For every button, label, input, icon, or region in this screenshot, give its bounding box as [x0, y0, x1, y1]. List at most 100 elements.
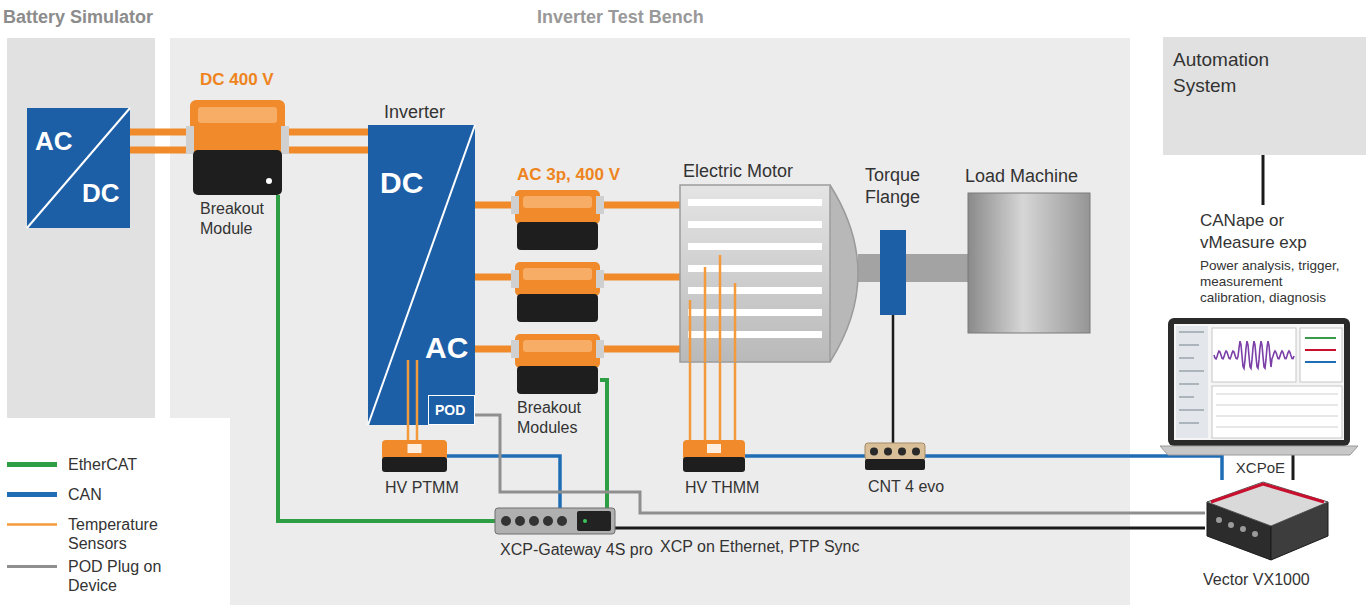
converter-box: ACDC: [27, 108, 130, 228]
text-slot: POD: [435, 401, 465, 419]
panel-heading: Battery Simulator: [3, 6, 153, 28]
laptop-bezel: [1168, 318, 1350, 446]
text-slot: Inverter: [384, 101, 445, 123]
breakout-module: DC 400 VBreakout Module: [190, 100, 285, 195]
status-led: [266, 178, 272, 184]
cable-clamp: [511, 340, 519, 358]
temperature-sensor-line: [690, 362, 735, 440]
ethernet-line: [1262, 155, 1265, 205]
connector-port: [870, 448, 878, 456]
text-slot: Automation System: [1173, 47, 1303, 99]
value-panel: [1300, 328, 1342, 382]
sidebar-entry: [1179, 331, 1204, 333]
module-base: [382, 457, 447, 472]
pod-line: [475, 415, 1205, 513]
cooling-fin: [688, 243, 822, 250]
node-label: Breakout Module: [200, 199, 275, 239]
phase-cable: [600, 202, 680, 209]
legend-row: POD Plug on Device: [7, 557, 217, 597]
connector-port: [1216, 517, 1222, 523]
value-bar: [1305, 349, 1336, 351]
cable-clamp: [596, 196, 604, 214]
legend-swatch: [7, 485, 57, 504]
connector-port: [1252, 531, 1258, 537]
electric-motor: Electric Motor: [680, 185, 858, 362]
legend-swatch: [7, 455, 57, 474]
table-panel: [1212, 386, 1342, 438]
module-drawing: [515, 190, 600, 250]
measurement-module: HV PTMM: [382, 440, 447, 472]
legend-label: EtherCAT: [68, 455, 137, 474]
node-label: Automation System: [1173, 47, 1303, 99]
text-slot: Breakout Modules: [517, 398, 597, 438]
cooling-fin: [688, 265, 822, 272]
phase-cable: [600, 274, 680, 281]
module-symbol: [707, 444, 721, 453]
torque-flange: Torque Flange: [880, 230, 906, 315]
table-row: [1216, 416, 1338, 417]
legend-label: POD Plug on Device: [68, 557, 183, 595]
laptop-base: [1160, 446, 1358, 455]
shaft: [858, 254, 880, 282]
dc-cable: [130, 132, 190, 150]
cable-clamp: [511, 270, 519, 288]
ethernet-line: [615, 527, 1205, 530]
module-base: [683, 457, 745, 472]
text-slot: XCP-Gateway 4S pro: [500, 540, 653, 559]
cnt-drawing: [865, 443, 925, 470]
text-slot: Electric Motor: [683, 160, 793, 182]
node-label: HV PTMM: [385, 478, 459, 497]
text-slot: CNT 4 evo: [868, 477, 944, 496]
node-label: AC: [425, 330, 468, 366]
node-label: Breakout Modules: [517, 398, 597, 438]
system-panel: Automation System: [1163, 37, 1366, 155]
ethercat-line: [600, 380, 607, 508]
module-base: [517, 294, 598, 322]
can-line: [447, 456, 560, 508]
pod-box: POD: [428, 395, 475, 425]
node-label: Vector VX1000: [1203, 570, 1310, 589]
module-housing: [515, 262, 600, 296]
device-stripe: [1211, 484, 1324, 502]
breakout-drawing: [190, 100, 285, 195]
motor-body: [680, 185, 830, 362]
text-slot: HV PTMM: [385, 478, 459, 497]
node-label: AC: [35, 126, 73, 157]
connector-port: [557, 516, 567, 526]
text-slot: Inverter Test Bench: [537, 6, 704, 28]
vx-drawing: [1205, 480, 1330, 562]
panel: ACDCBattery Simulator: [7, 38, 155, 418]
table-row: [1216, 427, 1338, 428]
housing-detail: [523, 340, 592, 352]
text-slot: AC 3p, 400 V: [517, 165, 620, 185]
sidebar-entry: [1179, 409, 1204, 411]
connector-port: [912, 448, 920, 456]
legend-swatch: [7, 515, 57, 534]
cooling-fin: [688, 221, 822, 228]
legend-label: CAN: [68, 485, 102, 504]
text-slot: AC: [35, 126, 73, 157]
text-slot: Power analysis, trigger, measurement cal…: [1200, 258, 1350, 306]
housing-detail: [523, 196, 592, 208]
ethercat-line: [278, 195, 495, 521]
legend-row: EtherCAT: [7, 455, 217, 495]
legend-line-sample: [7, 492, 57, 497]
phase-cable: [475, 346, 515, 353]
node-label: DC: [380, 165, 423, 201]
temperature-probe: [704, 267, 707, 362]
meas-drawing: [382, 440, 447, 472]
legend-row: Temperature Sensors: [7, 515, 217, 555]
phase-cable: [475, 202, 515, 209]
node-label: POD: [435, 402, 465, 419]
voltage-label: DC 400 V: [200, 70, 274, 90]
module-base: [193, 150, 282, 195]
breakout-module: AC 3p, 400 V: [515, 190, 600, 250]
laptop: CANape or vMeasure expPower analysis, tr…: [1160, 205, 1358, 455]
shaft: [906, 254, 968, 282]
connector-port: [529, 516, 539, 526]
sidebar-entry: [1179, 370, 1204, 372]
text-slot: Temperature Sensors: [68, 515, 183, 553]
text-slot: Breakout Module: [200, 199, 275, 239]
module-base: [517, 366, 598, 394]
connector-port: [884, 448, 892, 456]
